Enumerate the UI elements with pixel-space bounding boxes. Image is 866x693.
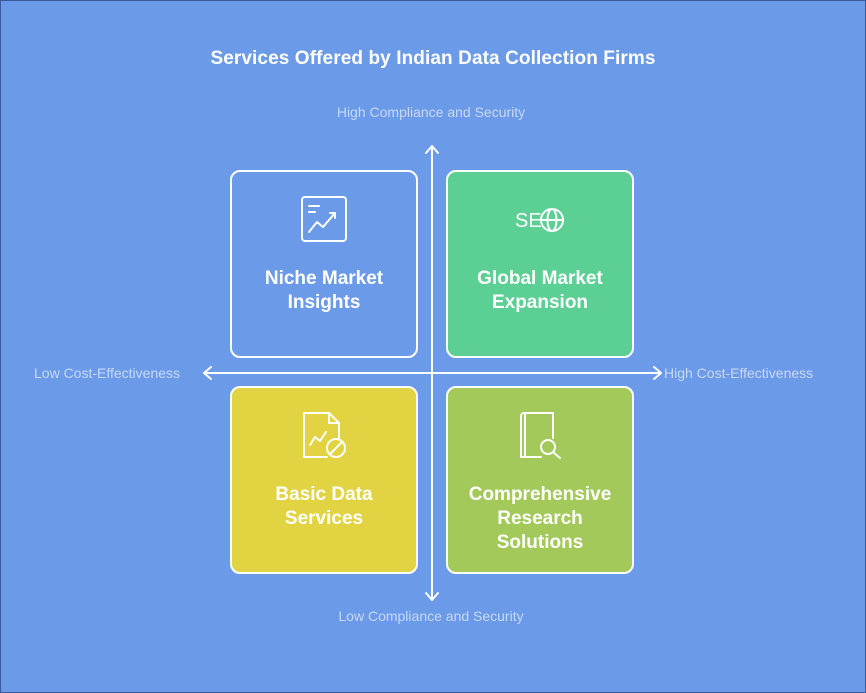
arrow-down-icon [425,592,439,601]
chart-document-icon [301,196,347,242]
arrow-up-icon [425,145,439,154]
seo-text: SE [515,210,542,232]
no-chart-document-icon [303,412,346,458]
axis-label-left: Low Cost-Effectiveness [34,365,181,381]
axis-label-top: High Compliance and Security [336,104,526,120]
quadrant-label: Comprehensive Research Solutions [468,484,612,553]
quadrant-basic-data-services: Basic Data Services [230,386,418,574]
quadrant-global-market-expansion: SE Global Market Expansion [446,170,634,358]
quadrant-niche-market-insights: Niche Market Insights [230,170,418,358]
quadrant-label: Global Market Expansion [477,268,603,313]
quadrant-label: Niche Market Insights [264,268,384,313]
quadrant-label: Basic Data Services [275,484,373,529]
axis-label-right: High Cost-Effectiveness [664,365,814,381]
book-search-icon [520,412,561,459]
arrow-left-icon [203,366,212,380]
quadrant-comprehensive-research-solutions: Comprehensive Research Solutions [446,386,634,574]
axis-label-bottom: Low Compliance and Security [338,608,524,624]
arrow-right-icon [653,366,662,380]
diagram-title: Services Offered by Indian Data Collecti… [210,48,656,69]
seo-globe-icon: SE [515,208,564,232]
